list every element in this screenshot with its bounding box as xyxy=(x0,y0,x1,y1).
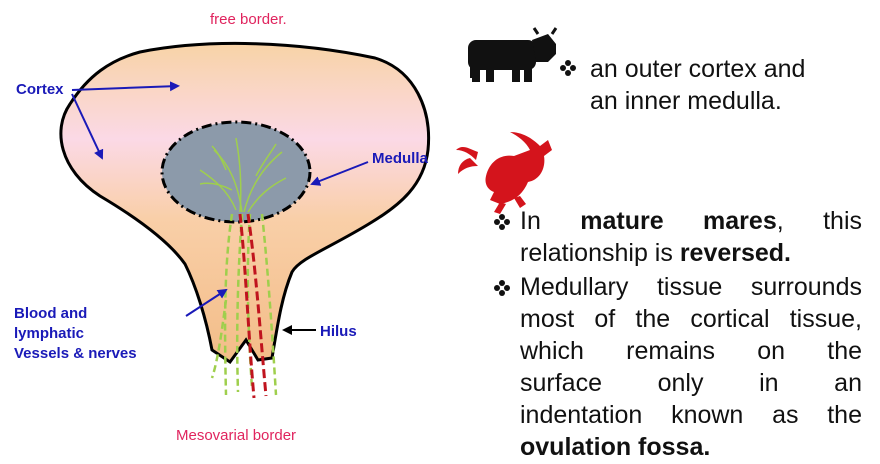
diamond-bullet-icon xyxy=(494,214,510,230)
green-vessels xyxy=(210,213,278,396)
diamond-bullet-icon xyxy=(494,280,510,296)
cortex-label: Cortex xyxy=(16,81,64,98)
bullet1-line1: In mature mares, this xyxy=(520,206,862,237)
bullet1-reversed: reversed. xyxy=(679,239,792,267)
bullet2-line4: surface only in an xyxy=(520,369,862,397)
bullet1-line2: relationship is reversed. xyxy=(520,238,862,269)
red-vessels xyxy=(238,213,268,399)
bullet1-in: In xyxy=(520,207,541,235)
bullet1-mature-mares: mature mares xyxy=(580,207,777,235)
cow-text-line2: an inner medulla. xyxy=(590,87,782,115)
bullet2-line6: ovulation fossa. xyxy=(520,432,862,463)
bullet2-line3: which remains on the xyxy=(520,337,862,365)
mesovarial-border-label: Mesovarial border xyxy=(176,427,296,444)
medulla-region xyxy=(160,120,312,224)
blood-vessels-label-line2: lymphatic xyxy=(14,325,84,342)
vessels-arrow xyxy=(185,288,228,317)
label-arrows xyxy=(71,81,369,317)
bullet1-comma: , xyxy=(776,207,784,235)
bullet2-line2: most of the cortical tissue, xyxy=(520,305,862,333)
blood-vessels-label-line3: Vessels & nerves xyxy=(14,345,137,362)
cortex-arrow-lower xyxy=(71,93,104,160)
blood-vessels-label-line1: Blood and xyxy=(14,305,87,322)
hilus-label: Hilus xyxy=(320,323,357,340)
medulla-label: Medulla xyxy=(372,150,428,167)
bullet2-line5: indentation known as the xyxy=(520,401,862,429)
bullet1-this: this xyxy=(823,207,863,235)
medulla-arrow xyxy=(310,161,369,186)
diamond-bullet-icon xyxy=(560,60,576,76)
bullet2-ovulation-fossa: ovulation fossa. xyxy=(520,433,711,461)
cow-text-line1: an outer cortex and xyxy=(590,55,806,83)
cow-icon xyxy=(468,27,558,82)
horse-icon xyxy=(456,132,552,214)
bullet2-line1: Medullary tissue surrounds xyxy=(520,273,862,301)
cortex-arrow-upper xyxy=(71,81,180,92)
free-border-label: free border. xyxy=(210,11,287,28)
bullet1-relationship: relationship is xyxy=(520,239,673,267)
vessel-branches xyxy=(199,137,287,213)
